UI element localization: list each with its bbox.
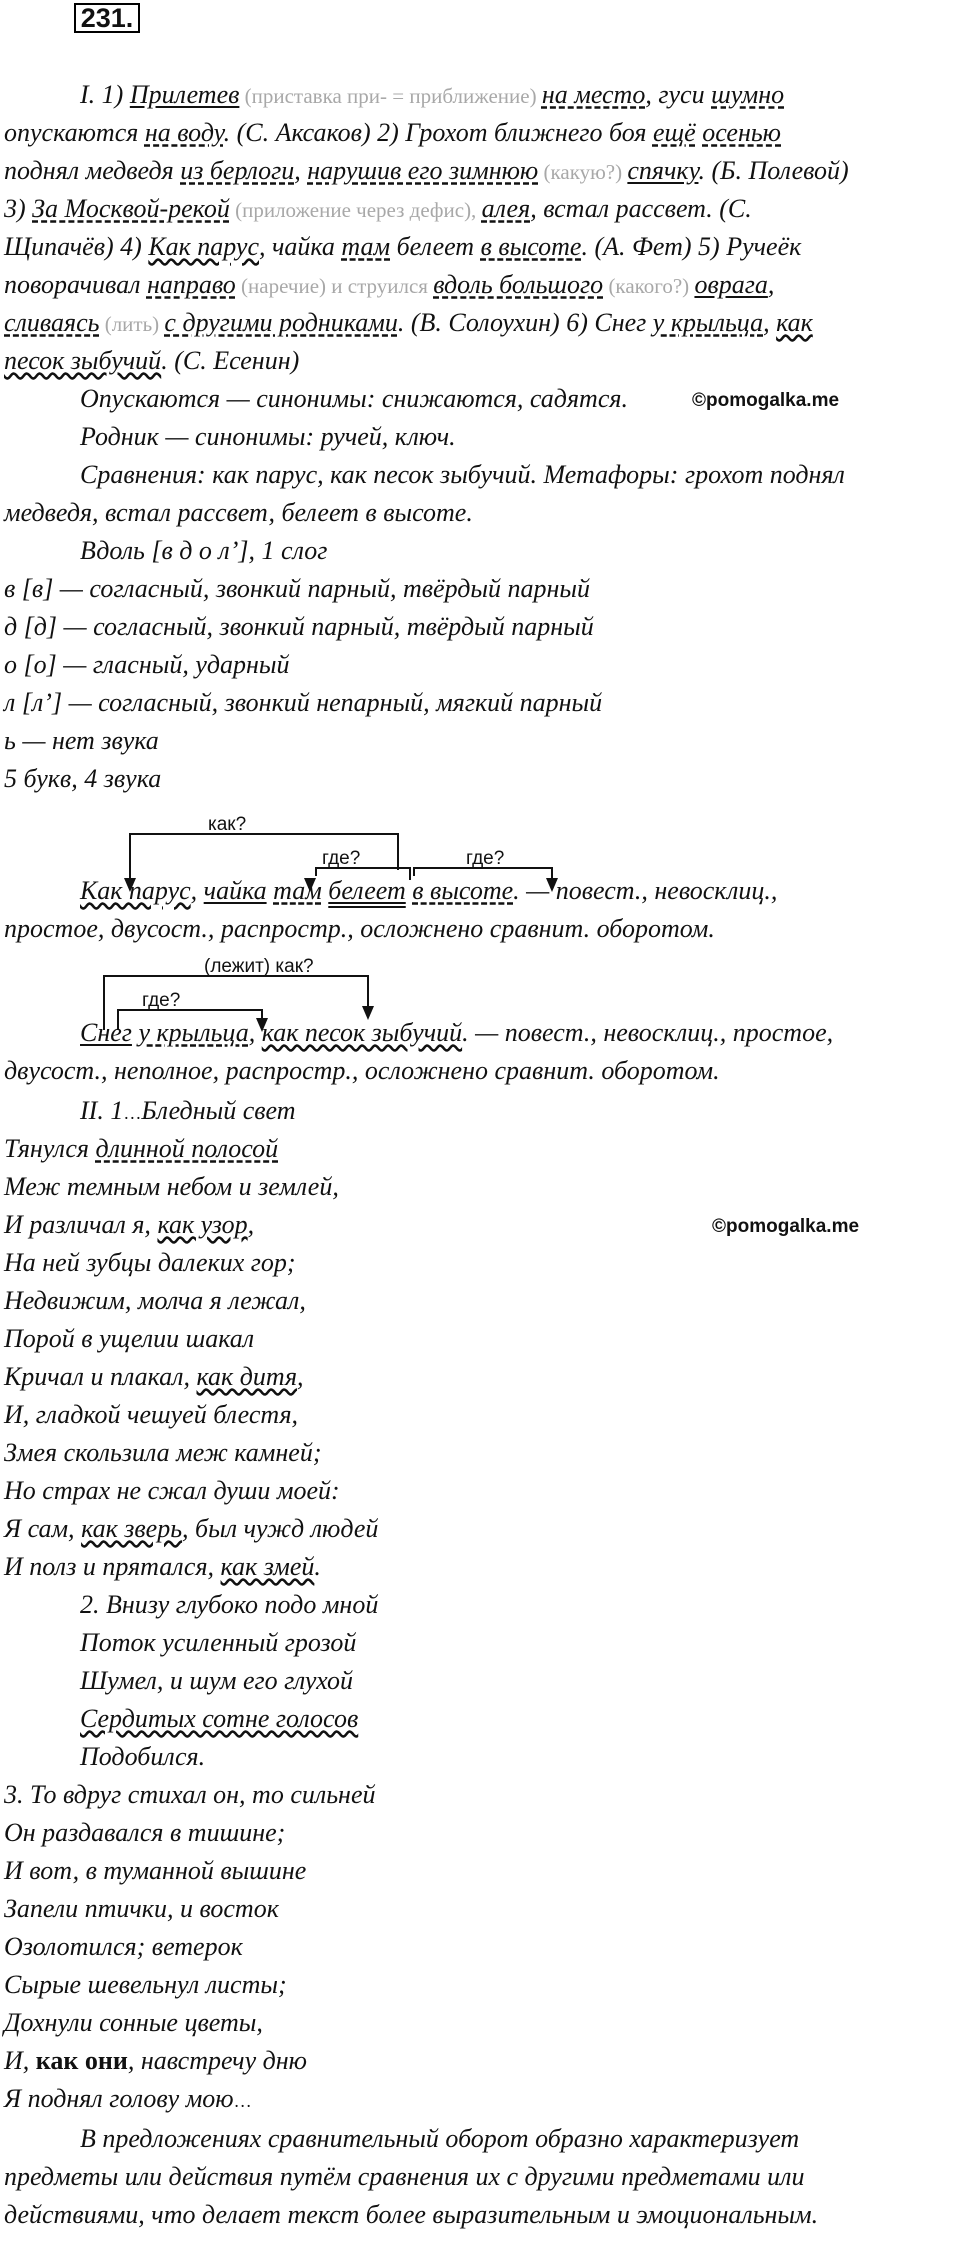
text-line-6: поворачивал направо (наречие) и струился… (4, 270, 775, 299)
poem-line: Кричал и плакал, как дитя, (4, 1362, 304, 1391)
poem-line: Он раздавался в тишине; (4, 1818, 286, 1847)
arrowhead (546, 878, 558, 892)
poem-line: Меж темным небом и землей, (4, 1172, 339, 1201)
synonyms-line-2: Родник — синонимы: ручей, ключ. (80, 422, 456, 451)
poem-line: Но страх не сжал души моей: (4, 1476, 340, 1505)
poem-line: И полз и прятался, как змей. (4, 1552, 321, 1581)
poem-line: И различал я, как узор, (4, 1210, 255, 1239)
text-line-8: песок зыбучий. (С. Есенин) (4, 346, 300, 375)
conclusion-line: предметы или действия путём сравнения их… (4, 2162, 805, 2191)
text-line-3: поднял медведя из берлоги, нарушив его з… (4, 156, 849, 185)
poem-line: Я поднял голову мою… (4, 2084, 252, 2113)
comparisons-line-1: Сравнения: как парус, как песок зыбучий.… (80, 460, 845, 489)
question-where: где? (142, 990, 180, 1011)
arrowhead (124, 878, 136, 892)
poem-line: Недвижим, молча я лежал, (4, 1286, 306, 1315)
text-line-5: Щипачёв) 4) Как парус, чайка там белеет … (4, 232, 802, 261)
conclusion-line: В предложениях сравнительный оборот обра… (80, 2124, 800, 2153)
text-line-7: сливаясь (лить) с другими родниками. (В.… (4, 308, 813, 337)
poem-line: Я сам, как зверь, был чужд людей (4, 1514, 379, 1543)
poem-line: Шумел, и шум его глухой (80, 1666, 354, 1695)
question-where: где? (466, 848, 504, 869)
scheme-arrow-lies-how (103, 975, 369, 1030)
arrowhead (362, 1006, 374, 1020)
poem-line: И, гладкой чешуей блестя, (4, 1400, 299, 1429)
poem-line: Поток усиленный грозой (80, 1628, 357, 1657)
arrowhead (256, 1018, 268, 1032)
text-line-2: опускаются на воду. (С. Аксаков) 2) Грох… (4, 118, 782, 147)
scheme-arrow-where (117, 1009, 263, 1030)
poem-line: Тянулся длинной полосой (4, 1134, 279, 1163)
scheme1-sentence: Как парус, чайка там белеет в высоте. — … (80, 876, 778, 905)
phonetic-line: л [л’] — согласный, звонкий непарный, мя… (4, 688, 603, 717)
question-where: где? (322, 848, 360, 869)
scheme2-description: двусост., неполное, распростр., осложнен… (4, 1056, 720, 1085)
watermark: ©pomogalka.me (692, 390, 840, 411)
phonetic-line: д [д] — согласный, звонкий парный, твёрд… (4, 612, 594, 641)
poem-heading: II. 1…Бледный свет (80, 1096, 296, 1125)
poem-line: Подобился. (80, 1742, 206, 1771)
poem-line: Сердитых сотне голосов (80, 1704, 359, 1733)
poem-line: 2. Внизу глубоко подо мной (80, 1590, 379, 1619)
poem-line: Запели птички, и восток (4, 1894, 279, 1923)
scheme-arrow-how (129, 833, 399, 880)
phonetic-title: Вдоль [в д о л’], 1 слог (80, 536, 328, 565)
comparisons-line-2: медведя, встал рассвет, белеет в высоте. (4, 498, 473, 527)
poem-line: Дохнули сонные цветы, (4, 2008, 263, 2037)
poem-line: Озолотился; ветерок (4, 1932, 243, 1961)
phonetic-line: 5 букв, 4 звука (4, 764, 162, 793)
poem-line: И вот, в туманной вышине (4, 1856, 307, 1885)
scheme-arrow-where-1 (315, 867, 411, 880)
poem-line: Порой в ущелии шакал (4, 1324, 255, 1353)
phonetic-line: ь — нет звука (4, 726, 159, 755)
scheme-arrow-where-2 (413, 867, 553, 880)
poem-line: И, как они, навстречу дню (4, 2046, 307, 2075)
synonyms-line-1: Опускаются — синонимы: снижаются, садятс… (80, 384, 628, 413)
conclusion-line: действиями, что делает текст более выраз… (4, 2200, 819, 2229)
poem-line: На ней зубцы далеких гор; (4, 1248, 296, 1277)
poem-line: Змея скользила меж камней; (4, 1438, 322, 1467)
question-lies-how: (лежит) как? (204, 956, 314, 977)
watermark: ©pomogalka.me (712, 1216, 860, 1237)
text-line-1: I. 1) Прилетев (приставка при- = приближ… (80, 80, 785, 109)
poem-line: 3. То вдруг стихал он, то сильней (4, 1780, 376, 1809)
phonetic-line: в [в] — согласный, звонкий парный, твёрд… (4, 574, 591, 603)
poem-line: Сырые шевельнул листы; (4, 1970, 287, 1999)
question-how: как? (208, 814, 246, 835)
scheme1-description: простое, двусост., распростр., осложнено… (4, 914, 715, 943)
exercise-number: 231. (74, 3, 140, 33)
text-line-4: 3) За Москвой-рекой (приложение через де… (4, 194, 752, 223)
scheme2-sentence: Снег у крыльца, как песок зыбучий. — пов… (80, 1018, 834, 1047)
phonetic-line: о [о] — гласный, ударный (4, 650, 290, 679)
arrowhead (304, 878, 316, 892)
